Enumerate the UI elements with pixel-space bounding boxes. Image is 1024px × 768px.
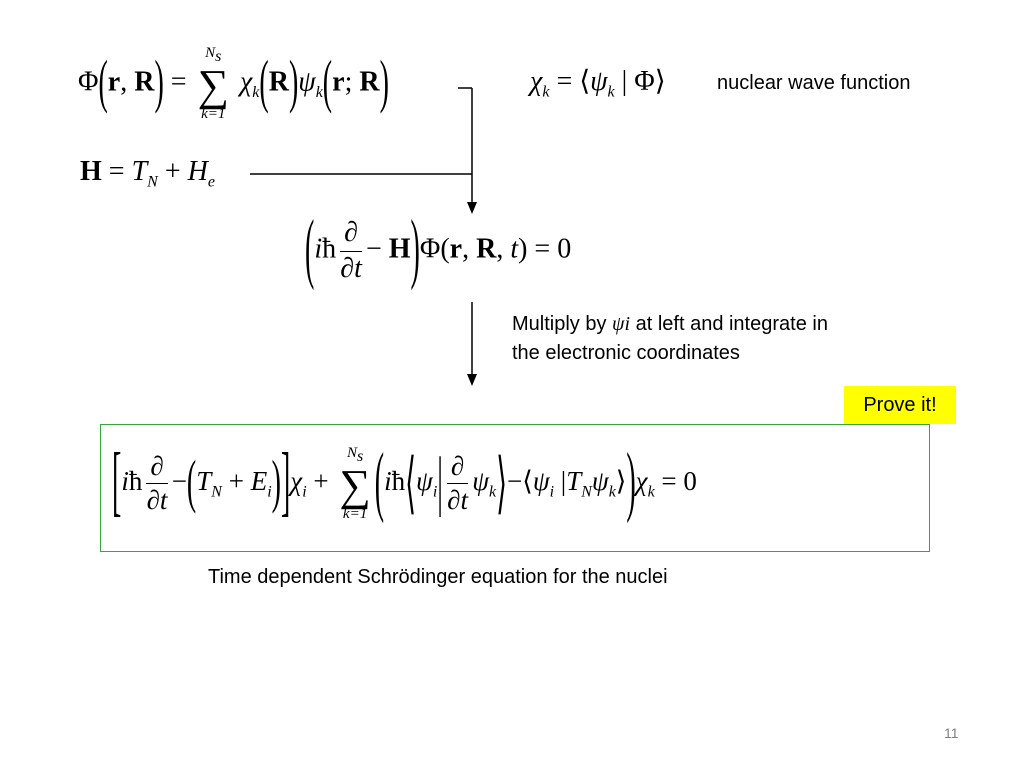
nuclear-wave-function-label: nuclear wave function [717, 72, 911, 94]
equation-coefficient: χk = ⟨ψk | Φ⟩ [530, 66, 666, 101]
result-box [100, 424, 930, 552]
prove-it-badge: Prove it! [844, 386, 956, 424]
equation-tdse: (iħ∂∂t− H)Φ(r, R, t) = 0 [305, 206, 572, 294]
caption: Time dependent Schrödinger equation for … [208, 566, 668, 588]
equation-expansion: Φ(r, R) = Ns ∑ k=1 χk(R)ψk(r; R) [78, 45, 389, 122]
page-number: 11 [944, 725, 959, 741]
multiply-instruction: Multiply by ψi at left and integrate in … [512, 313, 828, 364]
equation-hamiltonian: H = TN + He [80, 156, 215, 191]
sum-operator: Ns ∑ k=1 [197, 45, 229, 122]
